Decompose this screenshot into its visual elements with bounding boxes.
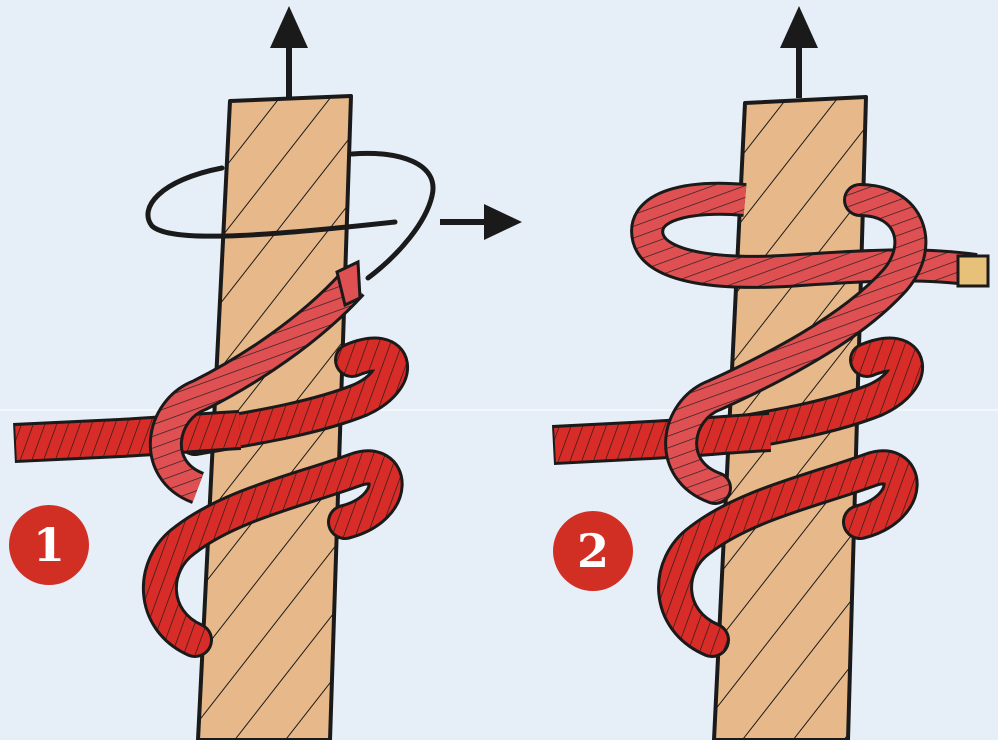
circular-arrow-icon xyxy=(145,150,436,281)
step-badge-2: 2 xyxy=(553,511,633,591)
step-number-2: 2 xyxy=(576,524,609,578)
step-number-1: 1 xyxy=(32,518,65,572)
arrow-right-icon xyxy=(440,204,522,240)
step-badge-1: 1 xyxy=(9,505,89,585)
rope-end-2 xyxy=(956,254,990,288)
arrow-up-icon xyxy=(270,6,308,98)
panel-2 xyxy=(551,6,990,740)
arrow-up-icon xyxy=(780,6,818,98)
panel-1 xyxy=(13,6,522,740)
